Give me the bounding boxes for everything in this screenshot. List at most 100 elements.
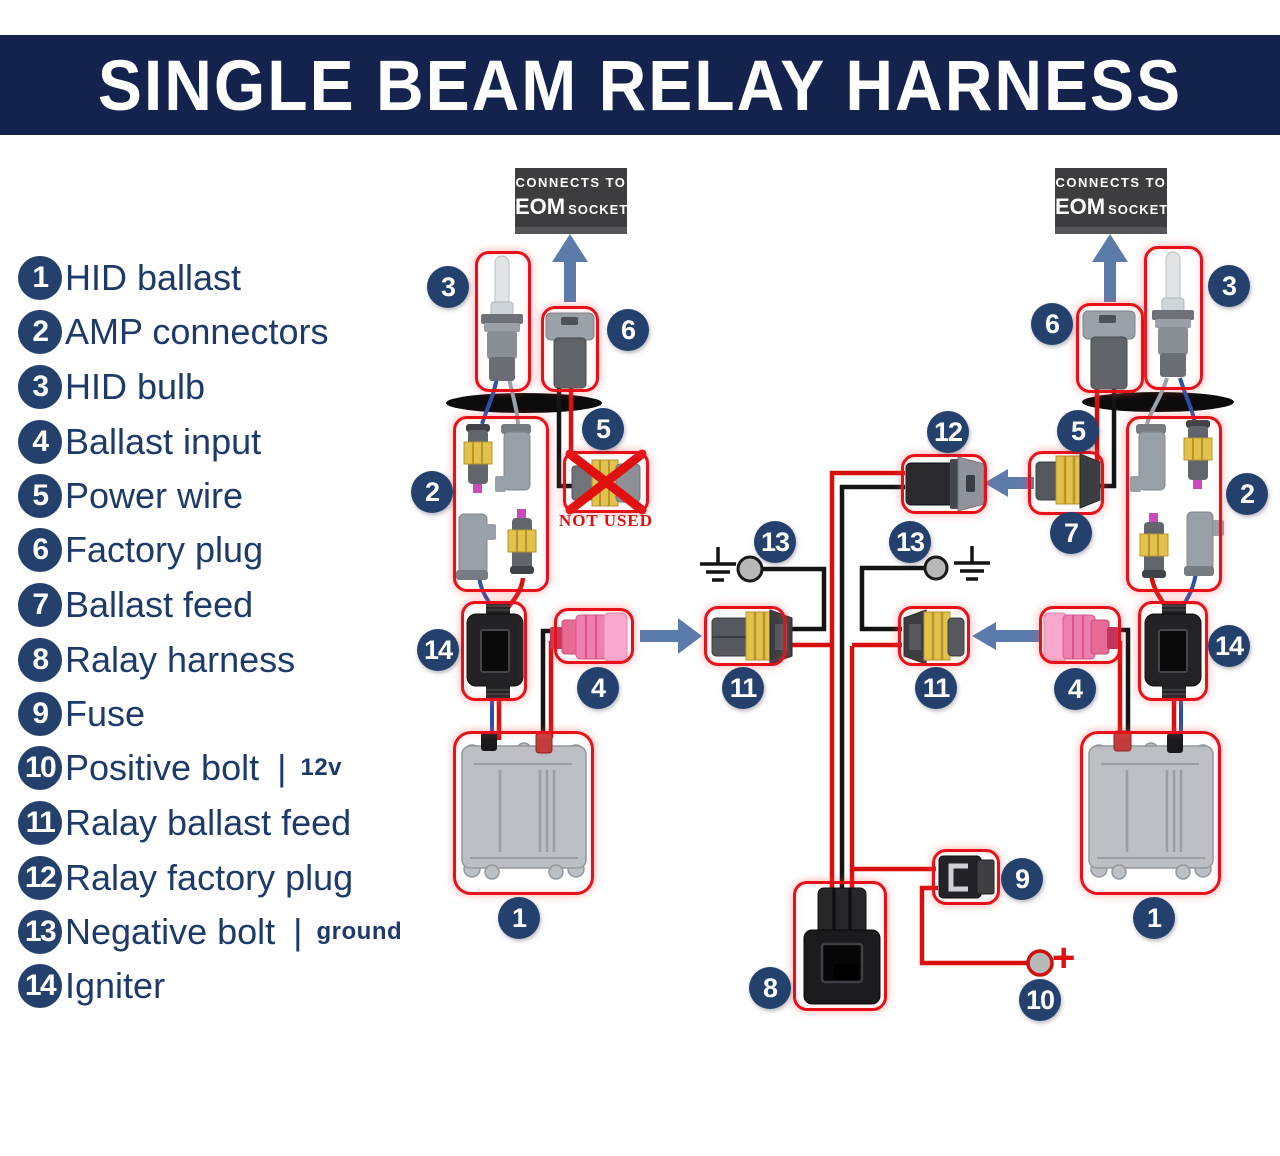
outline-factory-plug-left [541,306,599,392]
legend-number-badge: 8 [18,638,62,682]
badge-power-wire-right: 5 [1057,410,1099,452]
legend-item-ballast-feed: 7 Ballast feed [18,583,253,627]
legend-item-relay-factory-plug: 12 Ralay factory plug [18,856,353,900]
legend-number-badge: 2 [18,310,62,354]
legend-label: Ballast feed [65,584,254,625]
title-bar: SINGLE BEAM RELAY HARNESS [0,35,1280,135]
hid-bulb-left [481,255,523,381]
badge-relay-harness: 8 [749,967,791,1009]
legend-number-badge: 6 [18,528,62,572]
badge-ballast-input-right: 4 [1054,668,1096,710]
eom-line1: CONNECTS TO [515,175,627,190]
badge-hid-bulb-left: 3 [427,266,469,308]
legend-label: Factory plug [65,529,264,570]
ground-symbol-left [700,547,736,582]
badge-hid-bulb-right: 3 [1208,265,1250,307]
badge-ballast-left: 1 [498,897,540,939]
arrow-right-input-to-feed-left [640,618,702,654]
ballast-input-connector-left [550,612,628,662]
legend-label: Ralay ballast feed [65,802,352,843]
badge-negative-bolt-right: 13 [889,521,931,563]
legend-separator: | [277,747,287,788]
legend-label: Power wire [65,475,244,516]
badge-power-wire-left: 5 [582,408,624,450]
ground-symbol-right [954,546,990,581]
center-wiring [762,470,1028,966]
eom-rest: SOCKET [1108,202,1169,217]
legend-item-positive-bolt: 10 Positive bolt | 12v [18,746,342,790]
badge-positive-bolt: 10 [1019,979,1061,1021]
fuse-holder [938,855,995,899]
legend-label: Fuse [65,693,146,734]
ballast-input-connector-right [1043,612,1121,662]
legend-number-badge: 13 [18,910,62,954]
outline-igniter-right [1138,601,1208,701]
outline-igniter-left [461,601,527,701]
outline-hid-bulb-left [475,251,531,392]
legend-item-negative-bolt: 13 Negative bolt | ground [18,910,402,954]
legend-item-relay-harness: 8 Ralay harness [18,638,295,682]
legend-number-badge: 4 [18,420,62,464]
badge-amp-connectors-left: 2 [411,471,453,513]
legend-item-power-wire: 5 Power wire [18,474,243,518]
arrow-up-to-eom-right [1092,234,1128,302]
amp-connectors-left [456,424,537,580]
badge-igniter-left: 14 [417,629,459,671]
legend-number-badge: 3 [18,365,62,409]
not-used-x-mark [565,449,647,515]
outline-ballast-right [1080,731,1221,895]
badge-igniter-right: 14 [1208,625,1250,667]
factory-plug-right [1082,310,1136,390]
igniter-left [466,602,524,698]
amp-connectors-right [1130,420,1224,578]
outline-amp-connectors-left [453,416,549,592]
legend-number-badge: 1 [18,256,62,300]
outline-ballast-input-left [554,608,634,664]
legend-suffix: 12v [300,754,343,781]
factory-plug-left [545,312,595,389]
negative-bolt-right [923,555,949,581]
badge-factory-plug-left: 6 [607,309,649,351]
hid-ballast-left [461,731,587,880]
legend-item-amp-connectors: 2 AMP connectors [18,310,328,354]
arrow-up-to-eom-left [552,234,588,302]
hid-bulb-right [1152,251,1194,377]
headlight-opening-left [446,393,602,413]
legend-number-badge: 14 [18,964,62,1008]
badge-ballast-input-left: 4 [577,667,619,709]
page-title: SINGLE BEAM RELAY HARNESS [97,45,1183,125]
ballast-feed-connector [1035,453,1101,509]
legend-number-badge: 12 [18,856,62,900]
eom-brand: EOM [515,194,566,219]
eom-rest: SOCKET [568,202,629,217]
relay-harness [803,887,881,1005]
legend-item-igniter: 14 Igniter [18,964,165,1008]
arrow-left-input-to-feed-right [972,622,1040,650]
badge-relay-ballast-feed-left: 11 [722,667,764,709]
legend-item-relay-ballast-feed: 11 Ralay ballast feed [18,801,351,845]
badge-factory-plug-right: 6 [1031,303,1073,345]
outline-factory-plug-right [1076,303,1144,393]
badge-fuse: 9 [1001,858,1043,900]
legend-separator: | [293,911,303,952]
legend-label: Ballast input [65,421,262,462]
hid-ballast-right [1088,730,1214,880]
legend-item-hid-ballast: 1 HID ballast [18,256,241,300]
badge-relay-factory-plug: 12 [927,411,969,453]
outline-relay-ballast-feed-left [704,606,786,666]
relay-factory-plug [905,456,985,512]
not-used-label: NOT USED [558,511,654,530]
positive-sign: + [1052,936,1076,980]
legend-suffix: ground [316,918,403,945]
igniter-right [1144,602,1202,698]
legend-label: Igniter [65,965,166,1006]
relay-ballast-feed-right [903,609,965,665]
legend-number-badge: 9 [18,692,62,736]
outline-ballast-left [453,731,594,895]
legend-label: Negative bolt [65,911,276,952]
legend-item-hid-bulb: 3 HID bulb [18,365,205,409]
negative-bolt-left [736,555,764,583]
